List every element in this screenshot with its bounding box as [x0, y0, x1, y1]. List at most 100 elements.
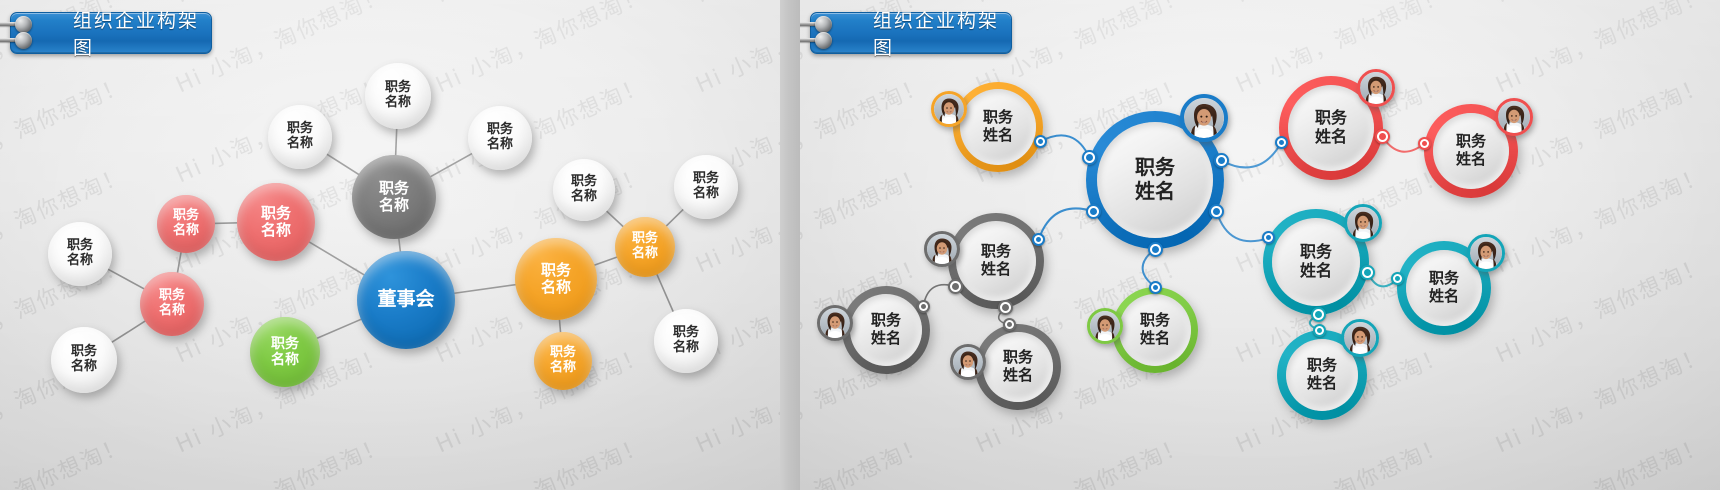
org-node-label: 职务名称 [286, 121, 313, 151]
connector-dot [1360, 265, 1376, 281]
org-node-l2[interactable]: 职务名称 [352, 155, 436, 239]
title-plaque-right: 组织企业构架图 [800, 10, 1012, 59]
org-node-face: 职务姓名 [1288, 85, 1374, 171]
org-node-l5[interactable]: 职务名称 [515, 238, 597, 320]
connector-line [105, 267, 147, 291]
org-node-l3[interactable]: 职务名称 [237, 183, 315, 261]
connector-line [397, 236, 402, 254]
org-node-label: 职务姓名 [1455, 132, 1486, 168]
connector-dot [998, 300, 1014, 316]
avatar[interactable] [1343, 203, 1382, 242]
connector-line [604, 209, 626, 229]
connector-dot [1374, 128, 1390, 144]
org-node-r4[interactable]: 职务姓名 [1112, 287, 1198, 373]
avatar[interactable] [949, 343, 986, 380]
org-node-r2[interactable]: 职务姓名 [953, 82, 1043, 172]
connector-dot [1032, 232, 1046, 246]
org-node-label: 职务姓名 [1428, 269, 1459, 305]
connector-line [324, 152, 361, 177]
avatar-photo [819, 307, 850, 338]
org-node-label: 职务名称 [158, 288, 185, 318]
avatar[interactable] [930, 91, 967, 128]
connector-line [664, 207, 686, 228]
org-node-face: 职务姓名 [956, 221, 1036, 301]
org-node-r5[interactable]: 职务姓名 [842, 286, 930, 374]
org-node-face: 职务姓名 [1097, 122, 1213, 238]
org-node-l10[interactable]: 职务名称 [268, 105, 332, 169]
org-node-l8[interactable]: 职务名称 [48, 222, 112, 286]
connector-dot [1147, 241, 1163, 257]
avatar[interactable] [1341, 319, 1380, 358]
org-node-l7[interactable]: 职务名称 [140, 272, 204, 336]
connector-dot [1208, 203, 1224, 219]
connector-line [428, 151, 475, 179]
org-node-label: 职务名称 [172, 208, 199, 238]
org-node-r1[interactable]: 职务姓名 [1086, 111, 1224, 249]
org-node-l4[interactable]: 职务名称 [250, 317, 320, 387]
slide-right: Hi 小淘，淘你想淘！Hi 小淘，淘你想淘！Hi 小淘，淘你想淘！Hi 小淘，淘… [800, 0, 1720, 490]
avatar[interactable] [816, 304, 853, 341]
org-node-label: 职务姓名 [1306, 356, 1337, 392]
org-node-r3[interactable]: 职务姓名 [948, 213, 1044, 309]
org-node-label: 职务名称 [260, 203, 291, 239]
org-node-l14[interactable]: 职务名称 [534, 332, 592, 390]
org-node-label: 职务名称 [540, 260, 571, 296]
org-node-r10[interactable]: 职务姓名 [1397, 241, 1491, 335]
org-node-l6[interactable]: 职务名称 [157, 195, 215, 253]
connector-dot [1311, 307, 1327, 323]
avatar-photo [952, 346, 983, 377]
connector-dot [1391, 272, 1405, 286]
connector-dot [916, 300, 930, 314]
avatar-photo [1359, 71, 1392, 104]
org-node-face: 职务姓名 [1406, 250, 1482, 326]
avatar-photo [1183, 97, 1224, 138]
org-node-l17[interactable]: 职务名称 [654, 309, 718, 373]
org-node-l12[interactable]: 职务名称 [468, 106, 532, 170]
connector-dot [1274, 136, 1288, 150]
org-node-r6[interactable]: 职务姓名 [975, 324, 1061, 410]
org-node-l13[interactable]: 职务名称 [615, 217, 675, 277]
org-node-r7[interactable]: 职务姓名 [1279, 76, 1383, 180]
connector-line [558, 317, 562, 335]
avatar[interactable] [1467, 233, 1506, 272]
connector-line [109, 319, 148, 345]
org-node-l9[interactable]: 职务名称 [51, 327, 117, 393]
connector-dot [1213, 152, 1229, 168]
connector-layer [105, 126, 686, 345]
avatar[interactable] [923, 231, 960, 268]
avatar-photo [926, 234, 957, 265]
org-node-label: 职务姓名 [1139, 311, 1170, 347]
connector-curve [1220, 141, 1283, 169]
connector-line [307, 240, 367, 277]
org-node-l16[interactable]: 职务名称 [674, 155, 738, 219]
avatar[interactable] [1086, 308, 1123, 345]
page-title-left: 组织企业构架图 [73, 10, 200, 59]
org-node-label: 职务名称 [672, 325, 699, 355]
title-plaque-left: 组织企业构架图 [0, 10, 212, 59]
org-node-label: 职务姓名 [870, 311, 901, 347]
connector-dot [1418, 136, 1432, 150]
org-node-label: 职务名称 [570, 174, 597, 204]
org-node-label: 职务名称 [692, 171, 719, 201]
binder-rings-icon [0, 16, 55, 49]
org-node-l15[interactable]: 职务名称 [553, 159, 615, 221]
connector-dot [1034, 134, 1048, 148]
org-node-label: 职务名称 [486, 122, 513, 152]
connector-line [655, 272, 675, 314]
org-node-label: 职务姓名 [982, 108, 1013, 144]
avatar[interactable] [1356, 68, 1395, 107]
avatar[interactable] [1495, 98, 1534, 137]
org-node-l1[interactable]: 董事会 [357, 251, 455, 349]
org-node-label: 董事会 [377, 288, 435, 311]
connector-dot [1082, 150, 1098, 166]
org-node-l11[interactable]: 职务名称 [365, 63, 431, 129]
avatar-photo [1346, 206, 1379, 239]
org-node-r9[interactable]: 职务姓名 [1263, 209, 1369, 315]
connector-dot [947, 279, 963, 294]
avatar-photo [933, 94, 964, 125]
avatar[interactable] [1179, 93, 1228, 142]
connector-dot [1313, 323, 1327, 337]
org-node-label: 职务姓名 [1002, 348, 1033, 384]
connector-line [176, 250, 183, 275]
